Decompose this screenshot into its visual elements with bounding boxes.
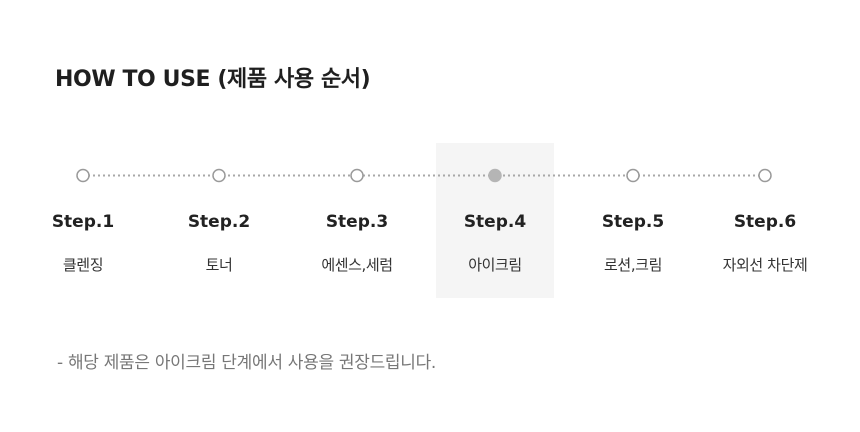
step-4-name: 아이크림 bbox=[468, 256, 522, 274]
step-6-name: 자외선 차단제 bbox=[722, 256, 808, 274]
usage-note: - 해당 제품은 아이크림 단계에서 사용을 권장드립니다. bbox=[57, 353, 437, 373]
step-4-dot bbox=[488, 168, 502, 183]
step-6-label: Step.6 bbox=[733, 212, 797, 232]
step-3-name: 에센스,세럼 bbox=[321, 256, 393, 274]
step-1-label: Step.1 bbox=[51, 212, 115, 232]
title: HOW TO USE (제품 사용 순서) bbox=[55, 67, 371, 92]
step-4-label: Step.4 bbox=[463, 212, 527, 232]
step-timeline bbox=[76, 168, 772, 183]
step-2-dot bbox=[212, 168, 226, 183]
step-1-dot bbox=[76, 168, 90, 183]
step-2-name: 토너 bbox=[205, 256, 233, 274]
step-6-dot bbox=[758, 168, 772, 183]
step-2-label: Step.2 bbox=[187, 212, 251, 232]
step-5-label: Step.5 bbox=[601, 212, 665, 232]
steps-section: Step.1 클렌징 Step.2 토너 Step.3 에센스,세럼 Step.… bbox=[0, 143, 860, 299]
step-5-name: 로션,크림 bbox=[604, 256, 662, 274]
step-5-dot bbox=[626, 168, 640, 183]
step-3-label: Step.3 bbox=[325, 212, 389, 232]
step-1-name: 클렌징 bbox=[62, 256, 104, 274]
step-3-dot bbox=[350, 168, 364, 183]
